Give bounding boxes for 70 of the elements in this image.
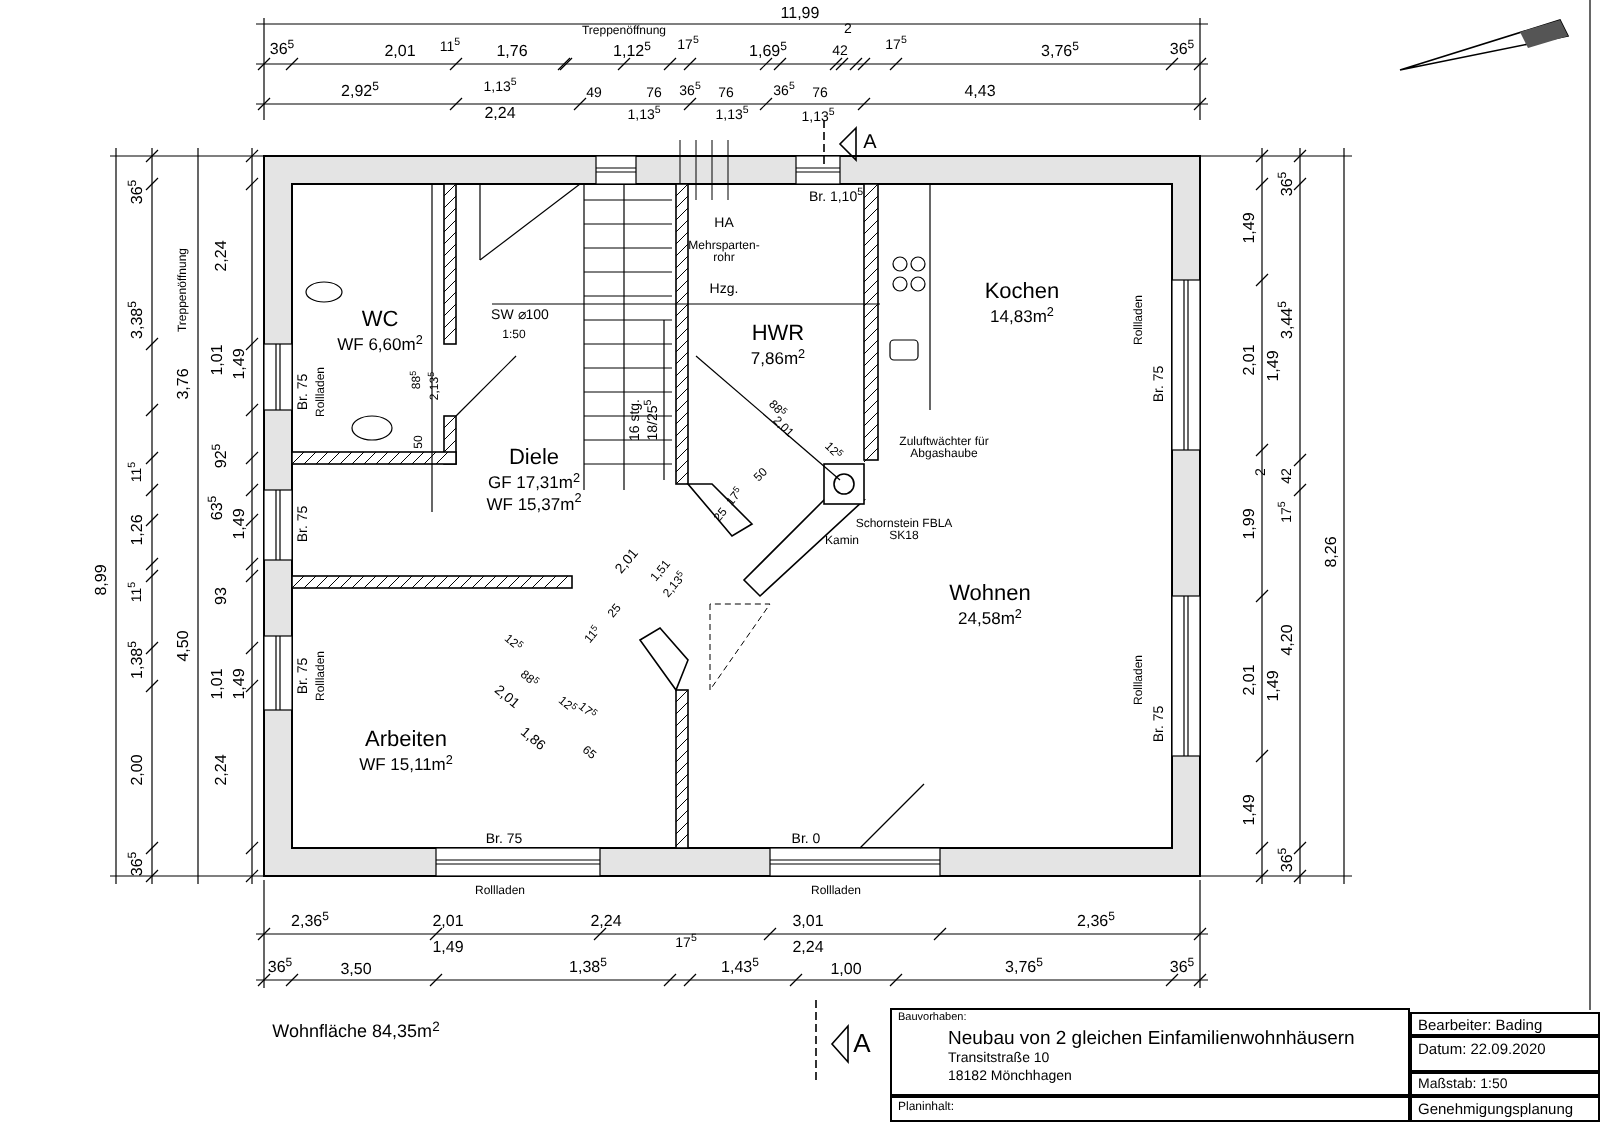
title-block-cell — [1410, 1096, 1600, 1122]
dimension-text: 36$^{5}$ — [1169, 959, 1195, 977]
dimension-text: 1,99 — [1241, 508, 1259, 540]
dimension-text: 1,49 — [432, 939, 464, 957]
dimension-text: 36$^{5}$ — [267, 959, 293, 977]
dimension-text: 4,50 — [175, 630, 193, 662]
dimension-text: 2,36$^{5}$ — [291, 913, 329, 931]
dimension-text: 36$^{5}$ — [1169, 41, 1195, 59]
dimension-text: 11,99 — [780, 5, 820, 23]
room-name: Arbeiten — [365, 730, 447, 753]
dimension-text: 3,76$^{5}$ — [1005, 959, 1043, 977]
dimension-text: 2,01 — [1241, 664, 1259, 696]
section-mark-label: A — [853, 1030, 871, 1058]
dimension-text: 2,00 — [129, 754, 147, 786]
dimension-text: 1,76 — [496, 43, 528, 61]
dimension-text: 8,26 — [1323, 536, 1341, 568]
room-area-text: 24,58m$^{2}$ — [958, 609, 1022, 627]
dimension-text: 2,24 — [484, 105, 516, 123]
dimension-text: 2,24 — [213, 754, 231, 786]
dimension-text: 4,43 — [964, 83, 996, 101]
title-block-cell — [1410, 1072, 1600, 1096]
room-name: HWR — [751, 324, 805, 347]
dimension-text: 93 — [213, 587, 231, 605]
dimension-text: 36$^{5}$ — [269, 41, 295, 59]
room-area-text: 7,86m$^{2}$ — [750, 350, 806, 368]
room-area-text: WF 15,37m$^{2}$ — [486, 495, 582, 512]
dimension-text: 1,12$^{5}$ — [613, 43, 651, 61]
dimension-text: 1,49 — [1265, 350, 1283, 382]
dimension-text: 2,92$^{5}$ — [341, 83, 379, 101]
dimension-text: 1,26 — [129, 514, 147, 546]
room-area-text: WF 6,60m$^{2}$ — [337, 336, 423, 354]
dimension-text: 1,69$^{5}$ — [749, 43, 787, 61]
room-area-text: GF 17,31m$^{2}$ — [487, 474, 581, 491]
dimension-text: 3,76$^{5}$ — [1041, 43, 1079, 61]
title-block-cell — [890, 1008, 1410, 1096]
dimension-text: 3,76 — [175, 368, 193, 400]
dimension-text: 1,43$^{5}$ — [721, 959, 759, 977]
dimension-text: 4,20 — [1279, 624, 1297, 656]
note-text: Wohnfläche 84,35m$^{2}$ — [272, 1022, 440, 1042]
dimension-text: 2,24 — [213, 240, 231, 272]
dimension-text: 1,49 — [231, 348, 249, 380]
room-name: WC — [361, 310, 399, 333]
dimension-text: 2,01 — [384, 43, 416, 61]
dimension-text: 1,38$^{5}$ — [569, 959, 607, 977]
dimension-text: 1,01 — [209, 344, 227, 376]
dimension-text: 3,50 — [340, 961, 372, 979]
dimension-text: 2,01 — [1241, 344, 1259, 376]
dimension-text: 2,36$^{5}$ — [1077, 913, 1115, 931]
title-block-cell — [1410, 1036, 1600, 1072]
dimension-text: 1,49 — [231, 508, 249, 540]
dimension-text: 1,49 — [1241, 794, 1259, 826]
dimension-text: 8,99 — [93, 564, 111, 596]
room-name: Kochen — [984, 282, 1060, 305]
room-area-text: WF 15,11m$^{2}$ — [359, 756, 453, 774]
dimension-text: 1,01 — [209, 668, 227, 700]
dimension-text: 2,24 — [792, 939, 824, 957]
dimension-text: 1,00 — [830, 961, 862, 979]
dimension-text: 1,49 — [1241, 212, 1259, 244]
title-block-cell — [1410, 1012, 1600, 1036]
room-name: Wohnen — [949, 583, 1031, 606]
section-mark-label: A — [863, 133, 877, 155]
dimension-text: 3,01 — [792, 913, 824, 931]
dimension-text: 1,49 — [1265, 670, 1283, 702]
room-area-text: 14,83m$^{2}$ — [990, 308, 1054, 326]
title-block-cell — [890, 1096, 1410, 1122]
dimension-text: 2,24 — [590, 913, 622, 931]
dimension-text: 1,49 — [231, 668, 249, 700]
room-name: Diele — [508, 448, 560, 470]
title-block-text: Neubau von 2 gleichen Einfamilienwohnhäusern — [948, 1029, 1355, 1048]
dimension-text: 2,01 — [432, 913, 464, 931]
